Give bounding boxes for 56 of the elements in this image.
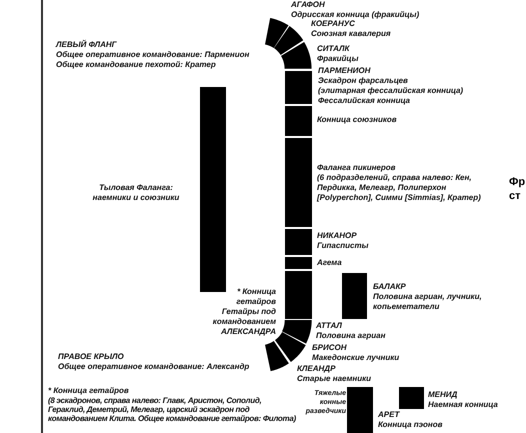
- unit-label: Половина агриан, лучники, копьеметатели: [373, 292, 483, 312]
- cut-off-heading: ст: [509, 190, 521, 203]
- unit-label: Одрисская конница (фракийцы): [291, 10, 420, 20]
- unit-block: [285, 257, 312, 269]
- flank-heading: ПРАВОЕ КРЫЛО: [58, 352, 124, 362]
- unit-label: Старые наемники: [297, 374, 372, 384]
- unit-label: Наемная конница: [428, 400, 498, 410]
- unit-label: АГАФОН: [291, 0, 325, 10]
- unit-block: [285, 138, 312, 227]
- curved-unit-block: [274, 332, 306, 362]
- unit-label: Конница пэонов: [378, 420, 442, 430]
- curved-unit-block: [281, 42, 312, 69]
- curved-unit-block: [282, 320, 312, 344]
- unit-label: Тыловая Фаланга: наемники и союзники: [92, 183, 180, 203]
- unit-label: БАЛАКР: [373, 282, 406, 292]
- unit-block: [342, 273, 367, 319]
- unit-label: Македонские лучники: [312, 353, 400, 363]
- unit-block: [200, 87, 226, 292]
- unit-block: [285, 71, 312, 104]
- unit-label: (элитарная фессалийская конница): [318, 86, 464, 96]
- command-note: Общее оперативное командование: Парменион: [56, 50, 250, 60]
- unit-label: (6 подразделений, справа налево: Кен, Пердикка, Мелеагр, Полиперхон [Polyperchon], Симми [Simmias], Кратер): [317, 173, 482, 203]
- unit-block: [399, 387, 424, 409]
- unit-label: БРИСОН: [312, 343, 347, 353]
- flank-heading: ЛЕВЫЙ ФЛАНГ: [56, 40, 117, 50]
- unit-label: КЛЕАНДР: [297, 364, 336, 374]
- footnote-text: (8 эскадронов, справа налево: Главк, Аристон, Сополид, Гераклид, Деметрий, Мелеагр, царский эскадрон под командованием Клита. Общее командование гетайров: Филота): [48, 396, 297, 423]
- unit-block: [285, 271, 312, 319]
- unit-block: [285, 106, 312, 136]
- command-note: Общее оперативное командование: Александр: [58, 362, 250, 372]
- unit-label: КОЕРАНУС: [311, 19, 355, 29]
- cut-off-heading: Фр: [509, 176, 526, 189]
- unit-block: [285, 229, 312, 255]
- unit-label: Фаланга пикинеров: [317, 163, 396, 173]
- unit-label: Союзная кавалерия: [311, 29, 391, 39]
- unit-label: * Конница гетайров: [235, 287, 276, 307]
- unit-label: Гипасписты: [317, 241, 368, 251]
- unit-label: Агема: [317, 258, 342, 268]
- unit-label: Эскадрон фарсальцев: [318, 76, 408, 86]
- unit-label: Фракийцы: [317, 54, 358, 64]
- unit-label: Конница союзников: [317, 115, 397, 125]
- unit-label: Фессалийская конница: [318, 96, 410, 106]
- unit-label: АРЕТ: [378, 410, 400, 420]
- curved-unit-block: [274, 26, 304, 56]
- unit-label: ПАРМЕНИОН: [318, 66, 370, 76]
- unit-label: Половина агриан: [316, 331, 386, 341]
- unit-label: НИКАНОР: [317, 231, 357, 241]
- unit-label: Гетайры под командованием АЛЕКСАНДРА: [212, 307, 276, 337]
- unit-label: МЕНИД: [428, 390, 458, 400]
- command-note: Общее командование пехотой: Кратер: [56, 60, 216, 70]
- unit-label: АТТАЛ: [316, 321, 342, 331]
- curved-unit-block: [265, 340, 290, 371]
- unit-label: СИТАЛК: [317, 44, 350, 54]
- footnote-heading: * Конница гетайров: [48, 386, 129, 396]
- curved-unit-block: [264, 18, 288, 48]
- unit-block: [347, 387, 373, 433]
